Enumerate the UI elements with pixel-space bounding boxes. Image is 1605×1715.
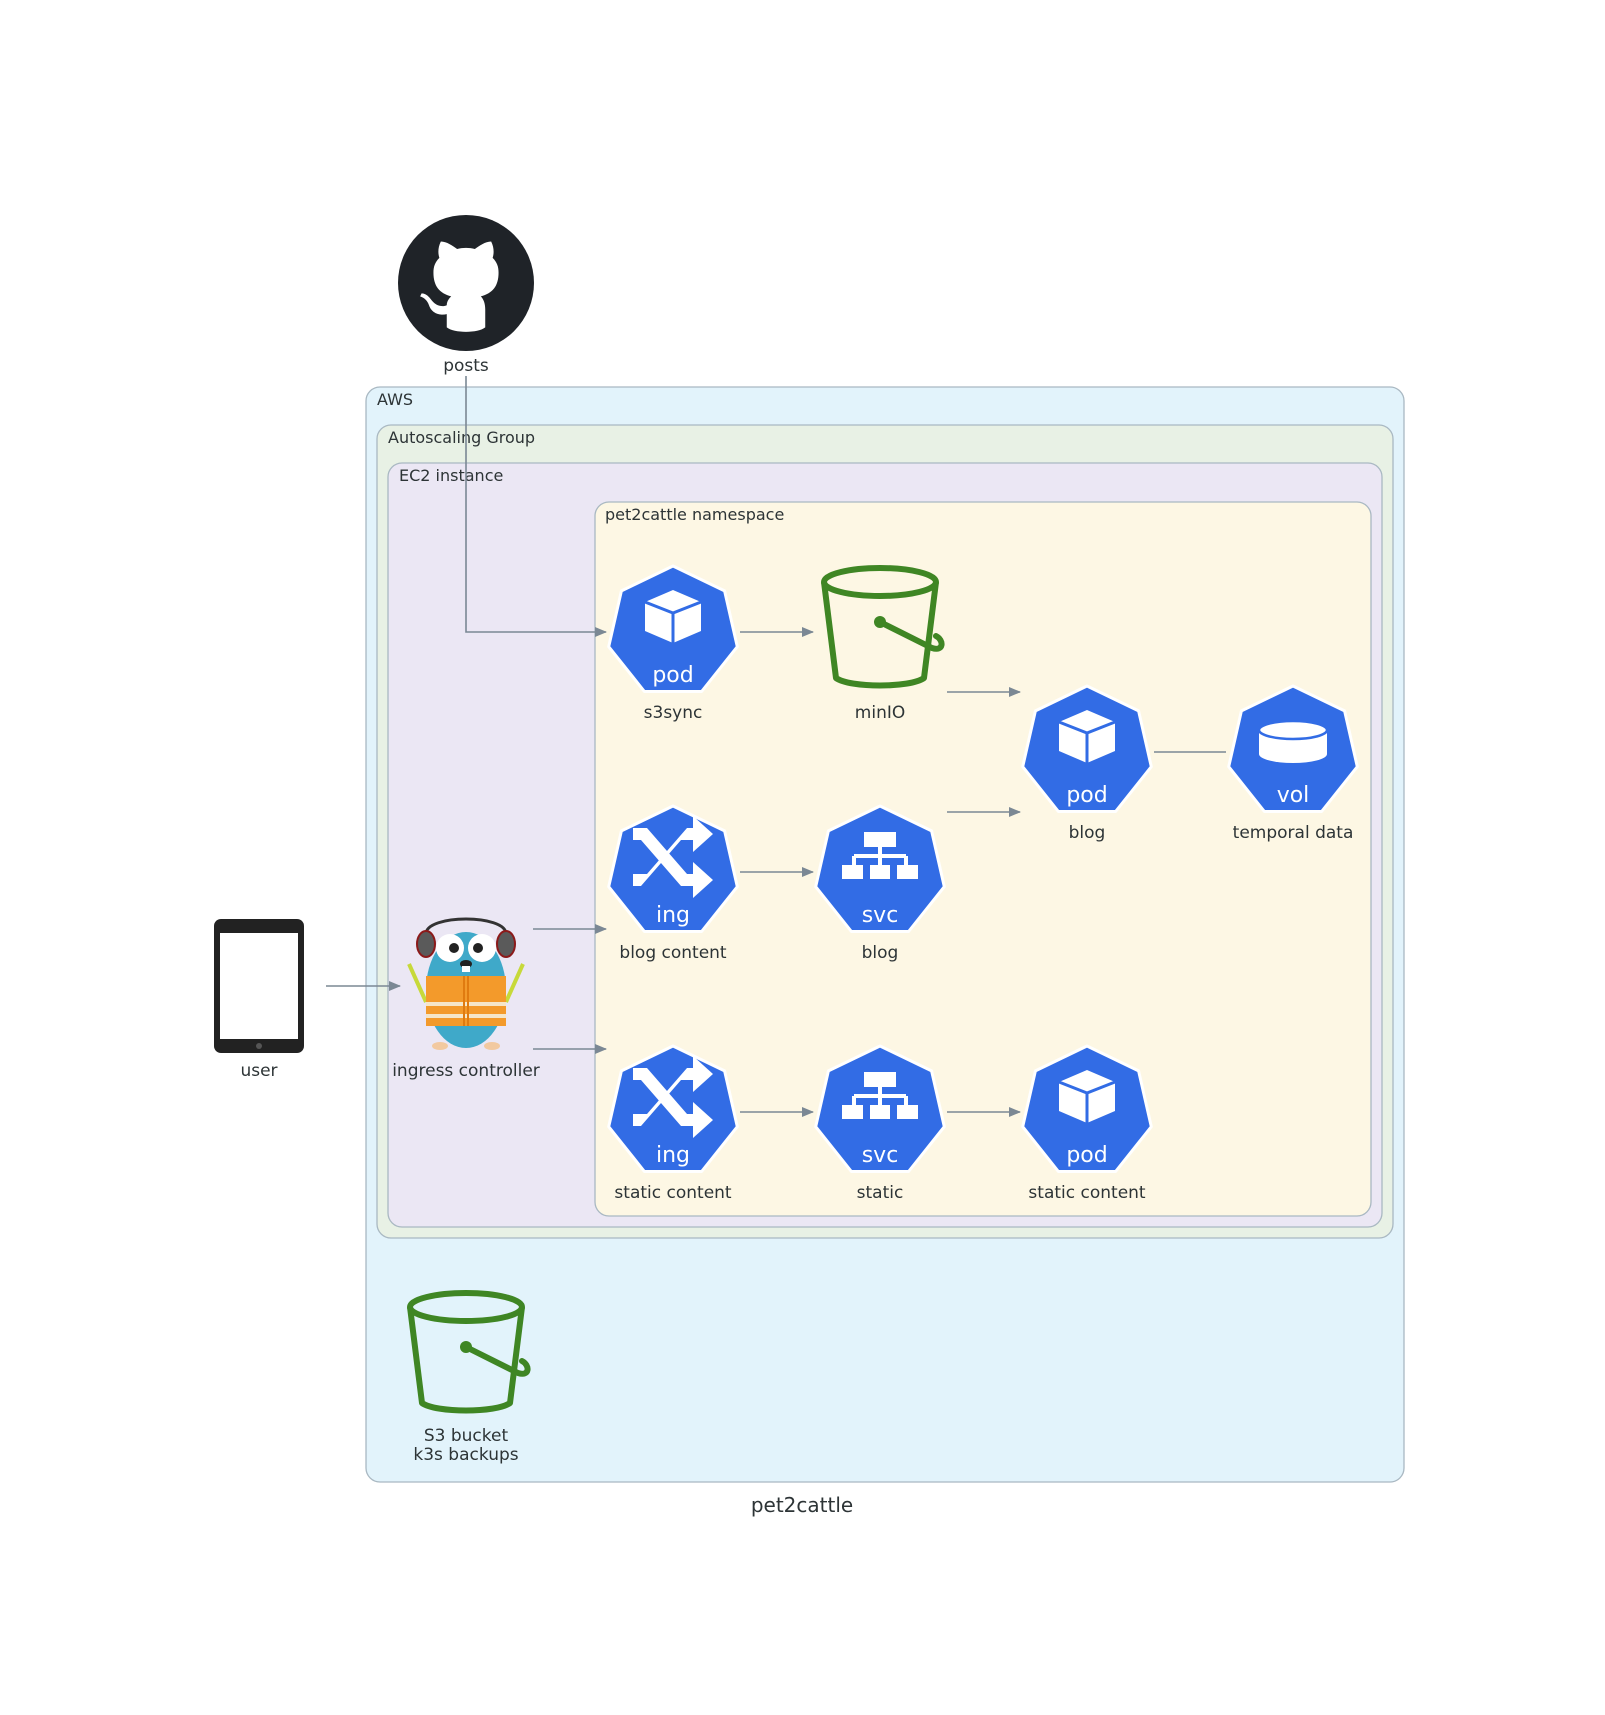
node-s3-backups-label-1: S3 bucket	[424, 1426, 509, 1446]
node-s3-backups[interactable]: S3 bucket k3s backups	[410, 1293, 528, 1465]
node-user[interactable]: user	[214, 919, 304, 1081]
node-ing-blog-content[interactable]: ing blog content	[607, 804, 739, 963]
edges	[326, 376, 1226, 1117]
cluster-namespace: pet2cattle namespace	[594, 501, 1372, 1217]
node-user-label: user	[240, 1061, 277, 1081]
node-svc-blog-label: blog	[862, 943, 899, 963]
node-pod-static-label: static content	[1028, 1183, 1146, 1203]
node-s3-backups-label-2: k3s backups	[413, 1445, 518, 1465]
github-icon	[398, 215, 534, 351]
node-ing-blog-label: blog content	[619, 943, 727, 963]
node-posts[interactable]: posts	[398, 215, 534, 376]
node-blog-pod[interactable]: pod blog	[1021, 684, 1153, 843]
node-s3sync-label: s3sync	[644, 703, 703, 723]
cluster-ec2-label: EC2 instance	[399, 466, 503, 485]
node-s3sync[interactable]: pod s3sync	[607, 564, 739, 723]
node-svc-static[interactable]: svc static	[814, 1044, 946, 1203]
node-pod-static-badge: pod	[1066, 1143, 1107, 1168]
node-svc-static-label: static	[857, 1183, 904, 1203]
node-minio-label: minIO	[855, 703, 905, 723]
node-temporal-label: temporal data	[1233, 823, 1354, 843]
node-svc-blog[interactable]: svc blog	[814, 804, 946, 963]
node-temporal-badge: vol	[1277, 783, 1310, 808]
cluster-asg-label: Autoscaling Group	[388, 428, 535, 447]
diagram-title: pet2cattle	[751, 1493, 853, 1517]
node-ingress-controller[interactable]: ingress controller	[392, 917, 540, 1081]
node-s3sync-badge: pod	[652, 663, 693, 688]
cluster-namespace-label: pet2cattle namespace	[605, 505, 784, 524]
node-blog-pod-badge: pod	[1066, 783, 1107, 808]
node-ing-static-badge: ing	[656, 1143, 690, 1168]
node-posts-label: posts	[443, 356, 489, 376]
node-svc-static-badge: svc	[862, 1143, 899, 1168]
node-ing-blog-badge: ing	[656, 903, 690, 928]
tablet-icon	[214, 919, 304, 1053]
gopher-icon	[407, 917, 525, 1050]
node-minio[interactable]: minIO	[824, 568, 942, 723]
edge-posts-s3sync	[465, 376, 607, 637]
node-pod-static-content[interactable]: pod static content	[1021, 1044, 1153, 1203]
node-ing-static-label: static content	[614, 1183, 732, 1203]
node-ingress-controller-label: ingress controller	[392, 1061, 540, 1081]
node-svc-blog-badge: svc	[862, 903, 899, 928]
node-temporal-data[interactable]: vol temporal data	[1227, 684, 1359, 843]
node-ing-static-content[interactable]: ing static content	[607, 1044, 739, 1203]
cluster-aws-label: AWS	[377, 390, 413, 409]
node-blog-pod-label: blog	[1069, 823, 1106, 843]
